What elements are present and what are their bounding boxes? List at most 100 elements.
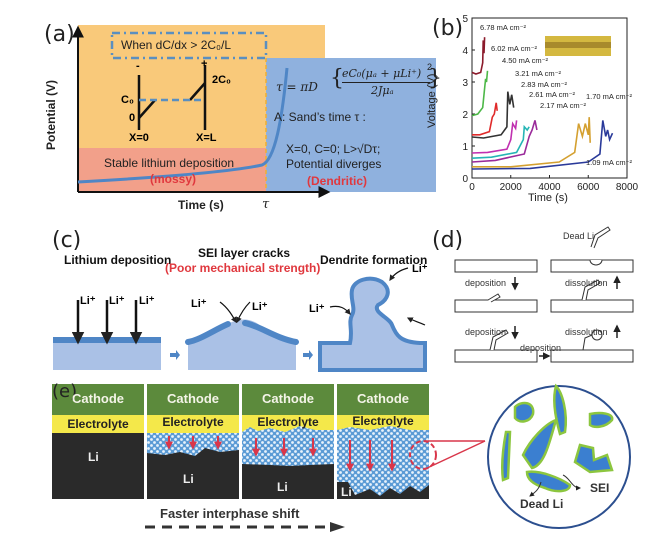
sei-pointer [562,474,581,491]
electrolyte-label-2: Electrolyte [162,415,224,429]
dead-li-circle-label: Dead Li [520,497,564,511]
x-tick-label: 2000 [500,182,523,193]
li-1 [52,433,144,499]
formula-exponent: 2 [427,62,433,72]
li-arrow-5 [236,301,251,324]
electrode-d1 [454,259,538,273]
sand-formula-numerator: eC₀(μₐ + μLi⁺) [342,67,422,80]
deposition-label-2: deposition [465,327,507,337]
mossy-label: (mossy) [150,172,197,186]
sei-2-left [185,321,231,345]
li-ion-label: Li⁺ [80,295,96,307]
sand-time-label: A: Sand’s time τ : [274,110,366,124]
dead-li-particle [513,401,535,423]
y-tick-label: 4 [462,46,468,57]
dendrite-d5 [581,279,601,301]
li-ion-label: Li⁺ [412,263,428,275]
series-label: 4.50 mA cm⁻² [502,56,549,65]
cathode-label-1: Cathode [72,391,124,406]
minus-sign: - [136,60,140,72]
y-tick-label: 5 [462,14,468,25]
dead-li-particle [521,417,558,470]
c0-label: C₀ [121,94,134,106]
flow-arrow-1 [170,350,180,360]
xl-label: X=L [196,132,217,144]
zoom-region-marker [409,440,437,470]
series-label: 2.83 mA cm⁻² [521,80,568,89]
x-tick-label: 8000 [616,182,639,193]
panel-e-label: (e) [52,381,78,402]
stable-deposition-label: Stable lithium deposition [104,156,235,170]
li-arrow-7 [389,267,409,281]
series-line [471,70,489,117]
series-layer: 6.78 mA cm⁻²6.02 mA cm⁻²4.50 mA cm⁻²3.21… [471,23,633,170]
li-label-2: Li [183,472,194,486]
zoom-line-bottom [424,440,486,470]
series-line [472,117,591,168]
panel-d [454,226,634,363]
li-ion-label: Li⁺ [309,303,325,315]
step-dendrite-formation: Dendrite formation [320,253,428,267]
panel-d-label: (d) [432,228,464,253]
cathode-4 [337,384,429,415]
condition-text: When dC/dx > 2C₀/L [121,38,232,52]
panel-c [53,267,427,372]
dead-li-particle [525,470,572,493]
cathode-label-4: Cathode [357,391,409,406]
step-sei-cracks-subtitle: (Poor mechanical strength) [165,261,321,275]
potential-diverges-label: Potential diverges [286,157,382,171]
li-ion-label: Li⁺ [109,295,125,307]
series-line [471,124,530,159]
dead-li-particle [553,383,567,436]
y-tick-label: 3 [462,78,468,89]
series-label: 1.70 mA cm⁻² [586,92,633,101]
electrode-d5 [550,299,634,313]
dendrite-d6 [582,334,593,351]
shift-arrowhead [330,522,345,532]
sei-2-right [242,320,299,345]
x-tick-label: 0 [469,182,475,193]
dissolution-label-1: dissolution [565,278,608,288]
li-ion-label: Li⁺ [252,301,268,313]
x-tick-label: 4000 [538,182,561,193]
b-x-axis-label: Time (s) [528,192,568,204]
y-tick-label: 0 [462,174,468,185]
series-label: 1.09 mA cm⁻² [586,158,633,167]
electrode-d2 [454,299,538,313]
flow-arrow-2 [303,350,313,360]
brace-right: } [428,66,442,91]
electrode-d6 [550,349,634,363]
profile-left [138,99,156,119]
step-sei-cracks: SEI layer cracks [198,246,291,260]
y-tick-label: 1 [462,142,468,153]
void-d4 [589,259,603,266]
li-arrow-4 [219,301,237,324]
electrolyte-label-1: Electrolyte [67,417,129,431]
y-axis-label: Potential (V) [44,79,58,150]
dissolution-label-2: dissolution [565,327,608,337]
series-label: 3.21 mA cm⁻² [515,69,562,78]
dendritic-label: (Dendritic) [307,174,367,188]
fraction-bar [342,82,430,83]
series-line [471,91,515,139]
li-arrow-6 [329,305,351,315]
dendritic-region-bg-ext [266,58,436,192]
inset-photo-band [545,42,611,48]
electrolyte-label-4: Electrolyte [352,414,414,428]
li-label-4: Li [341,485,352,499]
series-line [471,120,614,170]
deposition-label-3: deposition [520,343,562,353]
series-label: 2.17 mA cm⁻² [540,101,587,110]
series-label: 6.02 mA cm⁻² [491,44,538,53]
li-ion-label: Li⁺ [139,295,155,307]
b-y-axis-label: Voltage (V) [426,73,438,128]
panel-b-label: (b) [432,16,464,41]
condition-box [110,31,268,60]
sand-formula-lhs: τ = πD [276,80,318,94]
electrode-d3 [454,349,538,363]
bulb-d6 [591,329,603,341]
dead-li-particle [500,430,512,482]
electrolyte-2 [147,415,239,433]
